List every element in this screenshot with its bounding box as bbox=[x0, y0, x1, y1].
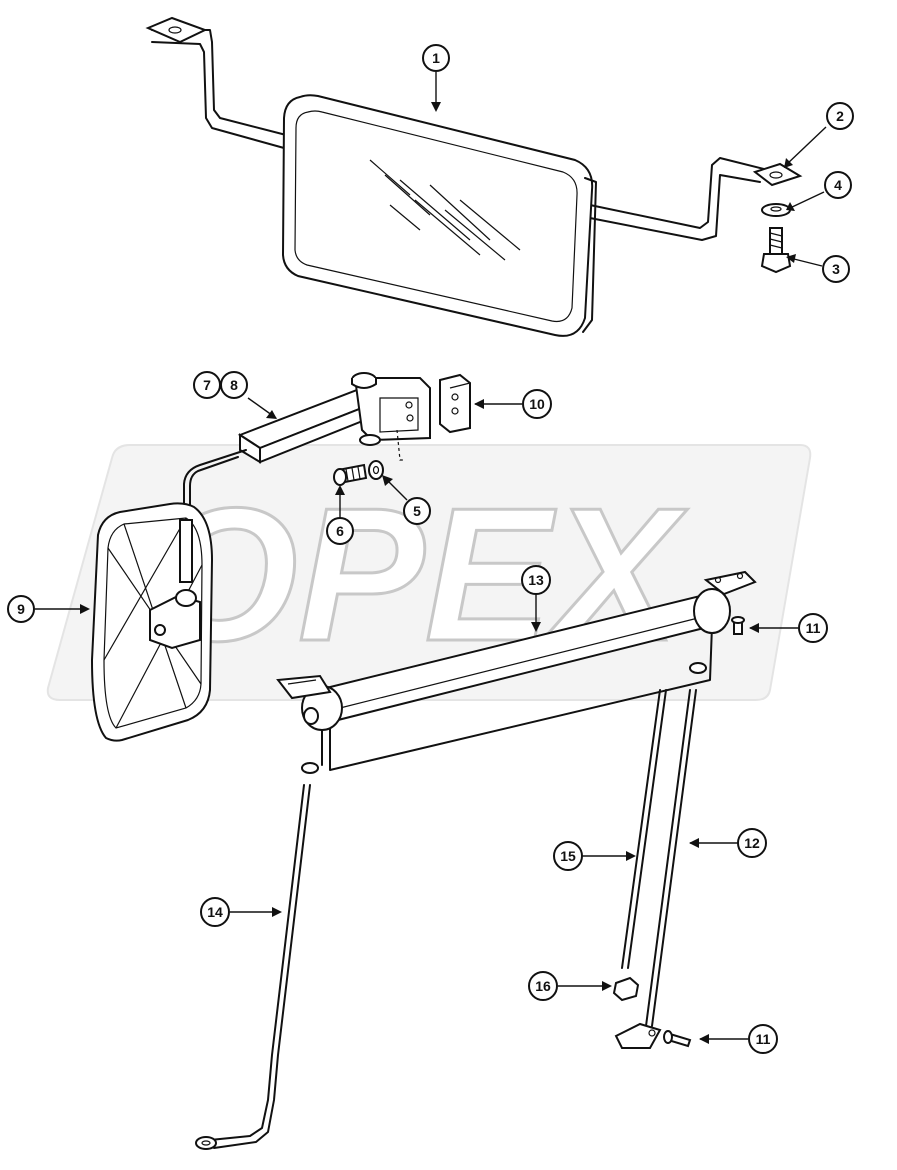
callout-16: 16 bbox=[528, 971, 558, 1001]
callout-2-label: 2 bbox=[836, 108, 844, 124]
callout-11-lower-label: 11 bbox=[756, 1031, 771, 1047]
callout-7: 7 bbox=[193, 371, 221, 399]
callout-4-label: 4 bbox=[834, 177, 842, 193]
screw-11-upper bbox=[731, 616, 745, 635]
callout-6-label: 6 bbox=[336, 523, 344, 539]
callout-15-label: 15 bbox=[560, 848, 576, 864]
callout-11-upper: 11 bbox=[798, 613, 828, 643]
roller-tube-13 bbox=[276, 570, 757, 774]
callout-4: 4 bbox=[824, 171, 852, 199]
side-mirror-9 bbox=[90, 502, 214, 742]
nut-16 bbox=[612, 976, 640, 1002]
callout-9-label: 9 bbox=[17, 601, 25, 617]
bolt-6 bbox=[333, 463, 368, 486]
callout-14: 14 bbox=[200, 897, 230, 927]
callout-10-label: 10 bbox=[529, 396, 545, 412]
bracket-block-10 bbox=[439, 373, 471, 434]
callout-3: 3 bbox=[822, 255, 850, 283]
callout-9: 9 bbox=[7, 595, 35, 623]
callout-1: 1 bbox=[422, 44, 450, 72]
callout-6: 6 bbox=[326, 517, 354, 545]
callout-12-label: 12 bbox=[744, 835, 760, 851]
rod-14 bbox=[195, 784, 311, 1150]
callout-8: 8 bbox=[220, 371, 248, 399]
callout-3-label: 3 bbox=[832, 261, 840, 277]
callout-11-upper-label: 11 bbox=[806, 620, 821, 636]
callout-7-label: 7 bbox=[203, 377, 211, 393]
callout-8-label: 8 bbox=[230, 377, 238, 393]
mirror-assembly-1 bbox=[145, 16, 803, 337]
callout-5-label: 5 bbox=[413, 503, 421, 519]
rod-15 bbox=[621, 689, 667, 969]
callout-5: 5 bbox=[403, 497, 431, 525]
callout-12: 12 bbox=[737, 828, 767, 858]
callout-13: 13 bbox=[521, 565, 551, 595]
callout-14-label: 14 bbox=[207, 904, 223, 920]
bolt-3 bbox=[760, 227, 792, 274]
callout-2: 2 bbox=[826, 102, 854, 130]
callout-15: 15 bbox=[553, 841, 583, 871]
callout-16-label: 16 bbox=[535, 978, 551, 994]
screw-11-lower bbox=[663, 1030, 692, 1048]
callout-1-label: 1 bbox=[432, 50, 440, 66]
washer-4 bbox=[761, 203, 791, 217]
callout-10: 10 bbox=[522, 389, 552, 419]
mirror-arm-7-8 bbox=[183, 372, 431, 521]
rod-12 bbox=[614, 689, 697, 1049]
callout-11-lower: 11 bbox=[748, 1024, 778, 1054]
callout-13-label: 13 bbox=[528, 572, 544, 588]
leader-lines bbox=[35, 72, 827, 1044]
washer-5 bbox=[368, 460, 384, 480]
